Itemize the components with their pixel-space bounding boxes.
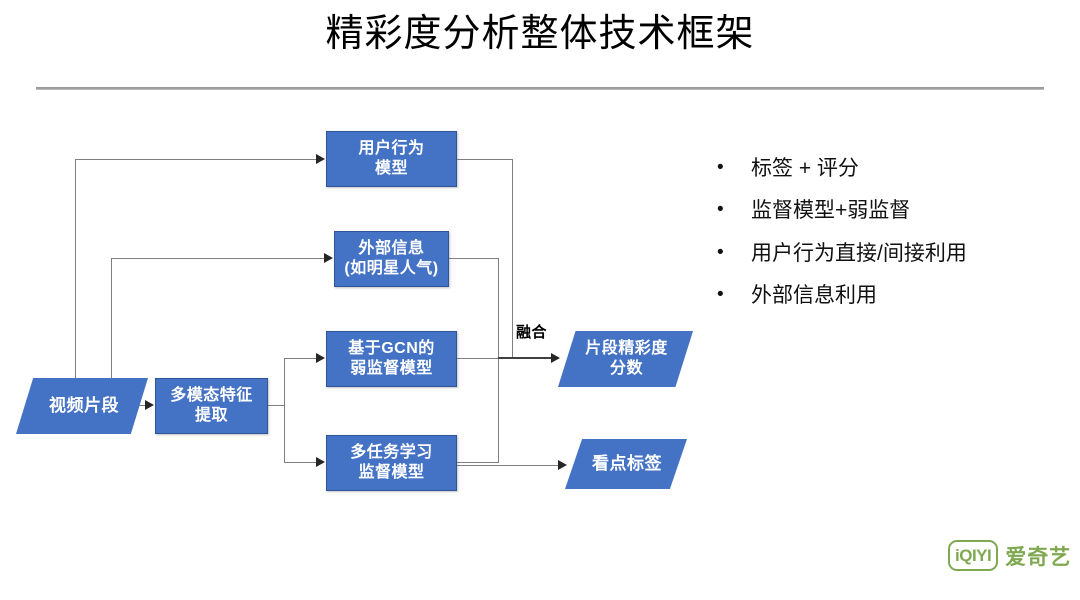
node-gcn-weak-supervision-model[interactable]: 基于GCN的 弱监督模型 (326, 331, 457, 387)
list-item-label: 用户行为直接/间接利用 (751, 241, 967, 265)
list-item: • 外部信息利用 (717, 283, 1062, 309)
arrow-head-highlight-tag (558, 460, 567, 470)
list-item-label: 外部信息利用 (751, 283, 877, 307)
bullet-marker-icon: • (717, 241, 724, 263)
title-divider (36, 87, 1044, 90)
node-highlight-score[interactable]: 片段精彩度 分数 (558, 331, 693, 387)
connector-feature-to-gcn (284, 358, 316, 360)
bullet-list: • 标签 + 评分 • 监督模型+弱监督 • 用户行为直接/间接利用 • 外部信… (717, 156, 1062, 325)
iqiyi-logo-text: 爱奇艺 (1005, 545, 1072, 569)
node-highlight-tag[interactable]: 看点标签 (565, 439, 687, 489)
node-feature-extract[interactable]: 多模态特征 提取 (155, 378, 268, 434)
connector-feature-stem (268, 405, 285, 407)
page-title: 精彩度分析整体技术框架 (325, 13, 755, 55)
bullet-marker-icon: • (717, 157, 724, 178)
connector-external-rail (498, 258, 500, 358)
connector-fusion-to-score (498, 357, 554, 360)
iqiyi-logo: iQIYI 爱奇艺 (948, 540, 1071, 571)
arrow-head-score (551, 353, 560, 363)
connector-video-to-user-behavior-horizontal (75, 159, 317, 161)
list-item-label: 标签 + 评分 (751, 157, 859, 180)
connector-video-to-external-horizontal (111, 258, 325, 260)
node-external-info[interactable]: 外部信息 (如明星人气) (334, 231, 449, 287)
fusion-label: 融合 (516, 324, 548, 341)
iqiyi-logo-mark-icon: iQIYI (948, 540, 999, 571)
arrow-head-multitask (316, 457, 325, 467)
connector-user-behavior-rail (512, 159, 514, 358)
bullet-marker-icon: • (717, 199, 724, 221)
list-item: • 监督模型+弱监督 (717, 198, 1062, 224)
connector-feature-to-multitask (284, 462, 316, 464)
node-video-clip[interactable]: 视频片段 (16, 378, 148, 434)
connector-external-out (449, 258, 499, 260)
connector-feature-split-vertical (284, 358, 286, 463)
connector-multitask-out (457, 462, 499, 464)
list-item: • 标签 + 评分 (717, 156, 1062, 182)
list-item-label: 监督模型+弱监督 (751, 199, 911, 223)
connector-user-behavior-out (457, 159, 513, 161)
connector-multitask-to-tag (457, 465, 561, 467)
connector-video-to-external-vertical (111, 258, 113, 380)
bullet-marker-icon: • (717, 283, 724, 305)
node-user-behavior-model[interactable]: 用户行为 模型 (326, 131, 457, 187)
arrow-head-user-behavior (316, 154, 325, 164)
connector-gcn-out (457, 358, 513, 360)
list-item: • 用户行为直接/间接利用 (717, 241, 1062, 267)
arrow-head-external-info (324, 253, 333, 263)
arrow-head-gcn (316, 353, 325, 363)
node-multitask-supervision-model[interactable]: 多任务学习 监督模型 (326, 435, 457, 491)
arrow-head-feature-extract (145, 400, 154, 410)
connector-video-to-user-behavior-vertical (75, 160, 77, 380)
connector-multitask-rail (498, 358, 500, 463)
